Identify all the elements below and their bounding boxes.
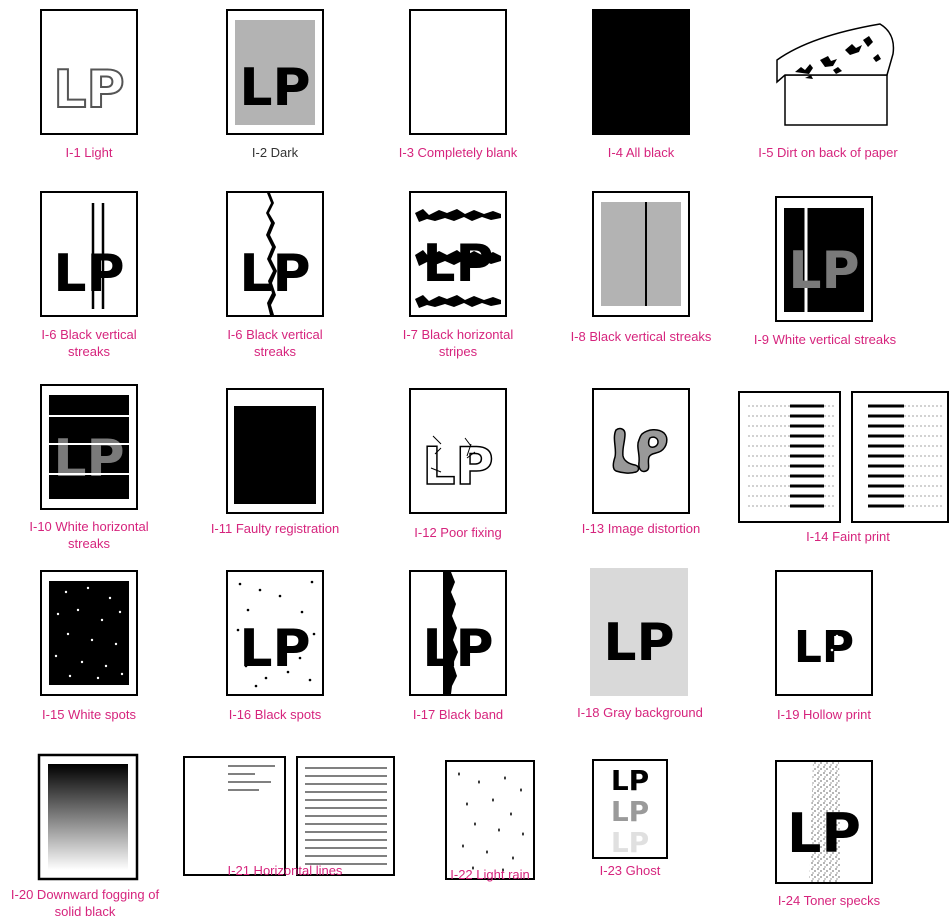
- caption-i19: I-19 Hollow print: [754, 706, 894, 723]
- caption-i15: I-15 White spots: [20, 706, 158, 723]
- sample-letters: LP: [239, 58, 310, 118]
- caption-i24: I-24 Toner specks: [754, 892, 904, 909]
- sample-i7-horizontal-stripes: LP: [409, 191, 507, 317]
- sample-letters-ghost-faint: LP: [611, 826, 649, 859]
- sample-i5-dirt-back: [775, 20, 905, 132]
- sample-letters: LP: [422, 437, 493, 497]
- sample-i23-ghost: LP LP LP: [592, 759, 668, 859]
- sample-letters: LP: [611, 764, 649, 797]
- sample-i2-dark: LP: [226, 9, 324, 135]
- sample-i6b-vertical-streaks: LP: [226, 191, 324, 317]
- sample-letters: LP: [53, 429, 124, 489]
- caption-i13: I-13 Image distortion: [562, 520, 720, 537]
- caption-i5: I-5 Dirt on back of paper: [738, 144, 918, 161]
- sample-i4-all-black: [592, 9, 690, 135]
- sample-letters: LP: [53, 60, 124, 120]
- sample-i17-black-band: LP: [409, 570, 507, 696]
- sample-i20-downward-fogging: [38, 754, 138, 880]
- caption-i23: I-23 Ghost: [560, 862, 700, 879]
- sample-i16-black-spots: LP: [226, 570, 324, 696]
- sample-i8-vertical-streaks: [592, 191, 690, 317]
- sample-i22-light-rain: [445, 760, 535, 880]
- caption-i6a: I-6 Black vertical streaks: [20, 326, 158, 360]
- sample-letters: LP: [603, 613, 674, 673]
- sample-i15-white-spots: [40, 570, 138, 696]
- caption-i4: I-4 All black: [571, 144, 711, 161]
- caption-i11: I-11 Faulty registration: [205, 520, 345, 537]
- sample-letters: LP: [53, 244, 124, 304]
- sample-i19-hollow-print: LP: [775, 570, 873, 696]
- caption-i12: I-12 Poor fixing: [389, 524, 527, 541]
- sample-i9-white-vertical-streaks: LP: [775, 196, 873, 322]
- caption-i8: I-8 Black vertical streaks: [568, 328, 714, 345]
- sample-i13-image-distortion: [592, 388, 690, 514]
- caption-i16: I-16 Black spots: [205, 706, 345, 723]
- caption-i21: I-21 Horizontal lines: [210, 862, 360, 879]
- sample-letters: LP: [787, 802, 861, 865]
- caption-i1: I-1 Light: [20, 144, 158, 161]
- sample-i10-white-horizontal-streaks: LP: [40, 384, 138, 510]
- sample-letters: LP: [788, 241, 859, 301]
- sample-i14-faint-print: [738, 391, 949, 523]
- sample-i1-light: LP: [40, 9, 138, 135]
- sample-i12-poor-fixing: LP: [409, 388, 507, 514]
- sample-letters: LP: [239, 619, 310, 679]
- caption-i9: I-9 White vertical streaks: [752, 331, 898, 348]
- caption-i3: I-3 Completely blank: [376, 144, 540, 161]
- sample-i11-faulty-registration: [226, 388, 324, 514]
- sample-letters: LP: [422, 619, 493, 679]
- caption-i7: I-7 Black horizontal stripes: [384, 326, 532, 360]
- caption-i10: I-10 White horizontal streaks: [10, 518, 168, 552]
- sample-i6a-vertical-streaks: LP: [40, 191, 138, 317]
- sample-i3-blank: [409, 9, 507, 135]
- caption-i18: I-18 Gray background: [560, 704, 720, 721]
- caption-i14: I-14 Faint print: [778, 528, 918, 545]
- caption-i22: I-22 Light rain: [420, 866, 560, 883]
- caption-i20: I-20 Downward fogging of solid black: [5, 886, 165, 920]
- caption-i2: I-2 Dark: [205, 144, 345, 161]
- sample-i18-gray-background: LP: [590, 568, 688, 696]
- sample-letters: LP: [794, 622, 854, 673]
- caption-i6b: I-6 Black vertical streaks: [205, 326, 345, 360]
- caption-i17: I-17 Black band: [389, 706, 527, 723]
- sample-i21-horizontal-lines: [183, 756, 395, 876]
- sample-letters-ghost: LP: [611, 795, 649, 828]
- sample-i24-toner-specks: LP: [775, 760, 873, 884]
